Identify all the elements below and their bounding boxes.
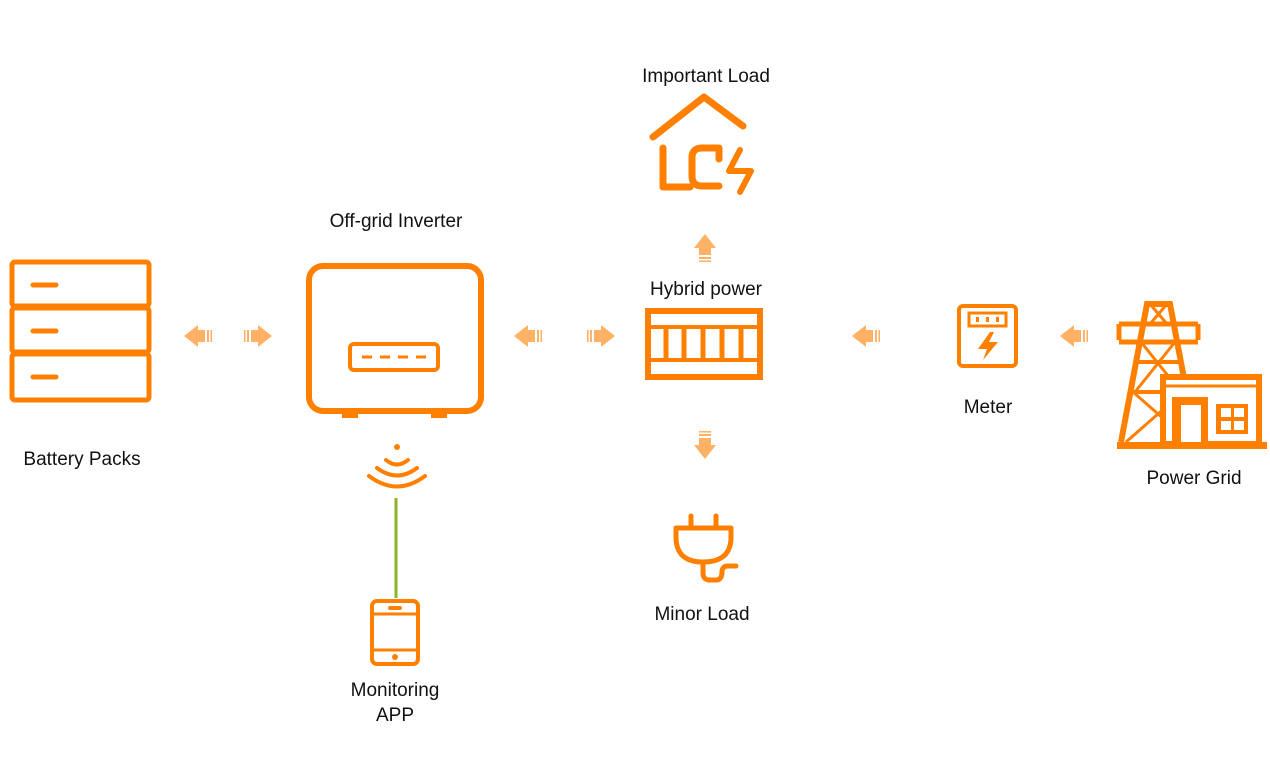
busbar-icon [645,308,763,380]
inverter-label: Off-grid Inverter [329,211,463,232]
house-load-icon [649,93,754,195]
important-load-label: Important Load [642,66,770,87]
phone-icon [370,599,420,666]
arrow-to-minor-load-icon [694,431,716,459]
arrow-to-battery-icon [184,325,212,347]
monitoring-app-label-line1: Monitoring [350,680,440,701]
arrow-meter-to-hybrid-icon [852,325,880,347]
hybrid-power-label: Hybrid power [650,279,762,300]
monitoring-app-label-line2: APP [375,705,415,726]
battery-packs-icon [9,259,152,403]
meter-label: Meter [963,397,1013,418]
arrow-to-inverter-icon [514,325,542,347]
minor-load-label: Minor Load [654,604,750,625]
meter-icon [957,304,1018,368]
arrow-grid-to-meter-icon [1060,325,1088,347]
inverter-icon [306,263,484,418]
arrow-to-hybrid-icon [587,325,615,347]
power-grid-icon [1116,301,1267,449]
arrow-from-battery-icon [244,325,272,347]
arrow-to-important-load-icon [694,234,716,262]
power-grid-label: Power Grid [1146,468,1242,489]
plug-icon [673,513,739,583]
battery-packs-label: Battery Packs [23,449,141,470]
wifi-icon [367,444,427,489]
